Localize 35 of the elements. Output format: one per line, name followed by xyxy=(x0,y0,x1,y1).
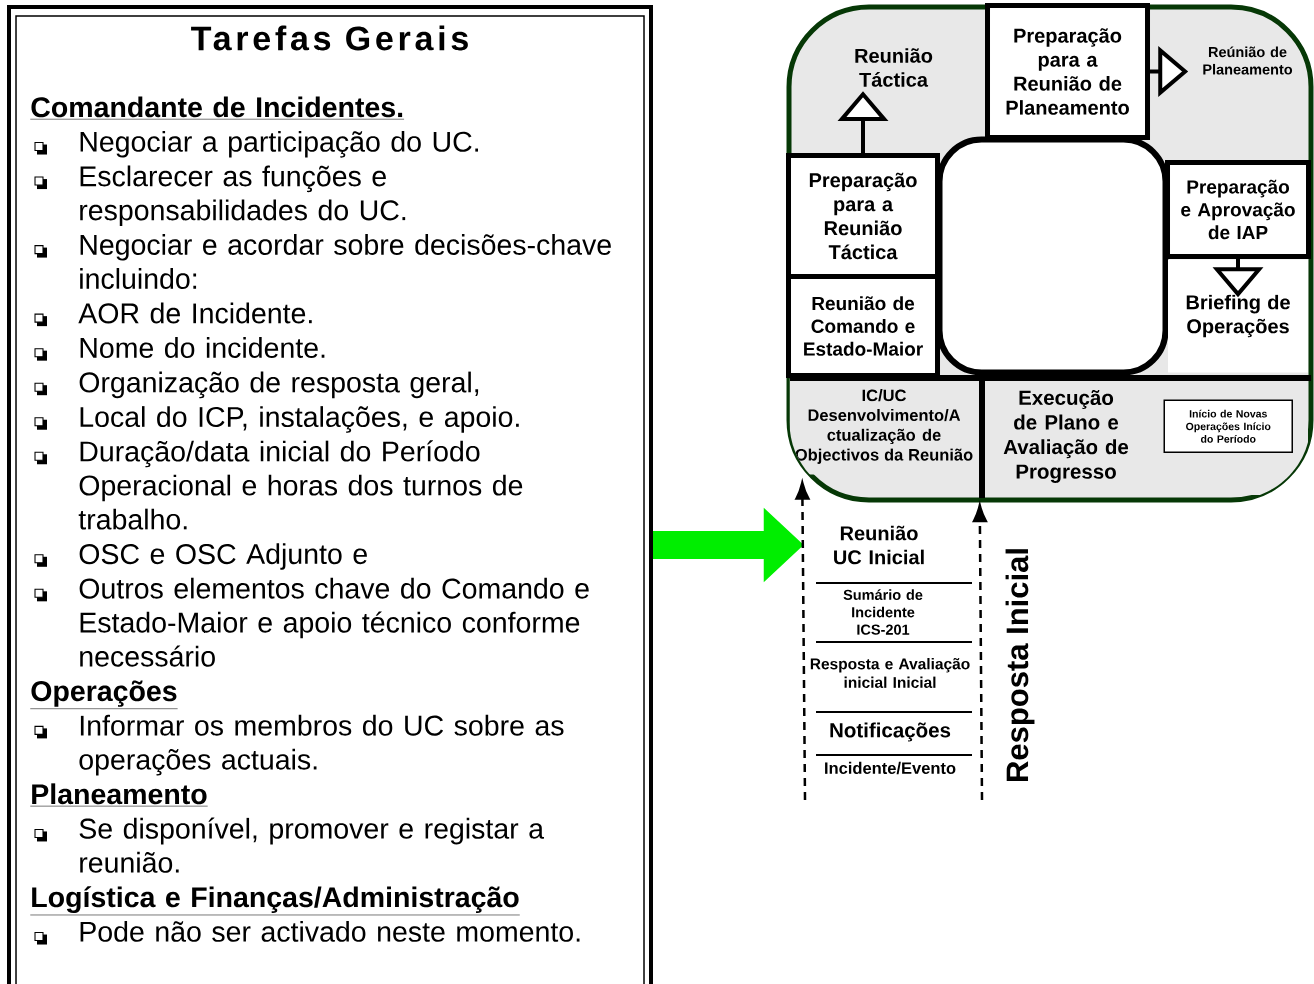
stage-label: Notificações xyxy=(830,722,951,742)
bullet-item: AOR de Incidente. xyxy=(78,302,312,324)
step-label: Reúnião de Planeamento xyxy=(1203,46,1293,75)
bullet-item: Duração/data inicial do Período Operacional e horas dos turnos de trabalho. xyxy=(78,440,523,530)
step-cell: Briefing de Operações xyxy=(1168,259,1308,373)
side-label: Resposta Inicial xyxy=(1005,549,1035,781)
bullet-item: Organização de resposta geral, xyxy=(79,371,479,399)
section-heading: Comandante de Incidentes. xyxy=(30,96,405,120)
dashed-arrow xyxy=(795,481,810,800)
panel-title: Tarefas Gerais xyxy=(191,25,468,51)
section-heading: Planeamento xyxy=(30,783,208,807)
step-box: Preparação para a Reunião de Planeamento xyxy=(985,3,1150,140)
bullet-item: Local do ICP, instalações, e apoio. xyxy=(80,406,519,433)
step-box: Reunião de Comando e Estado-Maior xyxy=(786,274,940,378)
node-label: Execução de Plano e Avaliação de Progresso xyxy=(1003,390,1129,483)
bullet-item: Outros elementos chave do Comando e Estado-Maior e apoio técnico conforme necessário xyxy=(79,577,589,667)
stage-label: Reunião UC Inicial xyxy=(834,525,924,565)
task-panel xyxy=(7,5,653,984)
section-heading: Logística e Finanças/Administração xyxy=(30,886,521,916)
bullet-item: Nome do incidente. xyxy=(80,337,325,358)
stage-label: Resposta e Avaliação inicial Inicial xyxy=(810,658,970,688)
bullet-item: Pode não ser activado neste momento. xyxy=(80,920,580,942)
step-label: Reunião Táctica xyxy=(855,48,933,87)
bullet-item: Esclarecer as funções e responsabilidades do UC. xyxy=(80,165,406,227)
note-box: Início de Novas Operações Início do Período xyxy=(1163,399,1293,453)
stage-label: Sumário de Incidente ICS-201 xyxy=(843,589,923,635)
step-box: Preparação e Aprovação de IAP xyxy=(1165,160,1311,259)
stage-label: Incidente/Evento xyxy=(825,761,956,775)
section-heading: Operações xyxy=(30,680,178,709)
bullet-item: Negociar a participação do UC. xyxy=(80,130,479,158)
step-box: Preparação para a Reunião Táctica xyxy=(786,153,940,279)
bullet-item: Informar os membros do UC sobre as operações actuais. xyxy=(79,714,564,776)
bullet-item: Negociar e acordar sobre decisões-chave incluindo: xyxy=(80,234,611,289)
bullet-item: Se disponível, promover e registar a reunião. xyxy=(79,817,544,873)
bullet-item: OSC e OSC Adjunto e xyxy=(79,543,367,570)
